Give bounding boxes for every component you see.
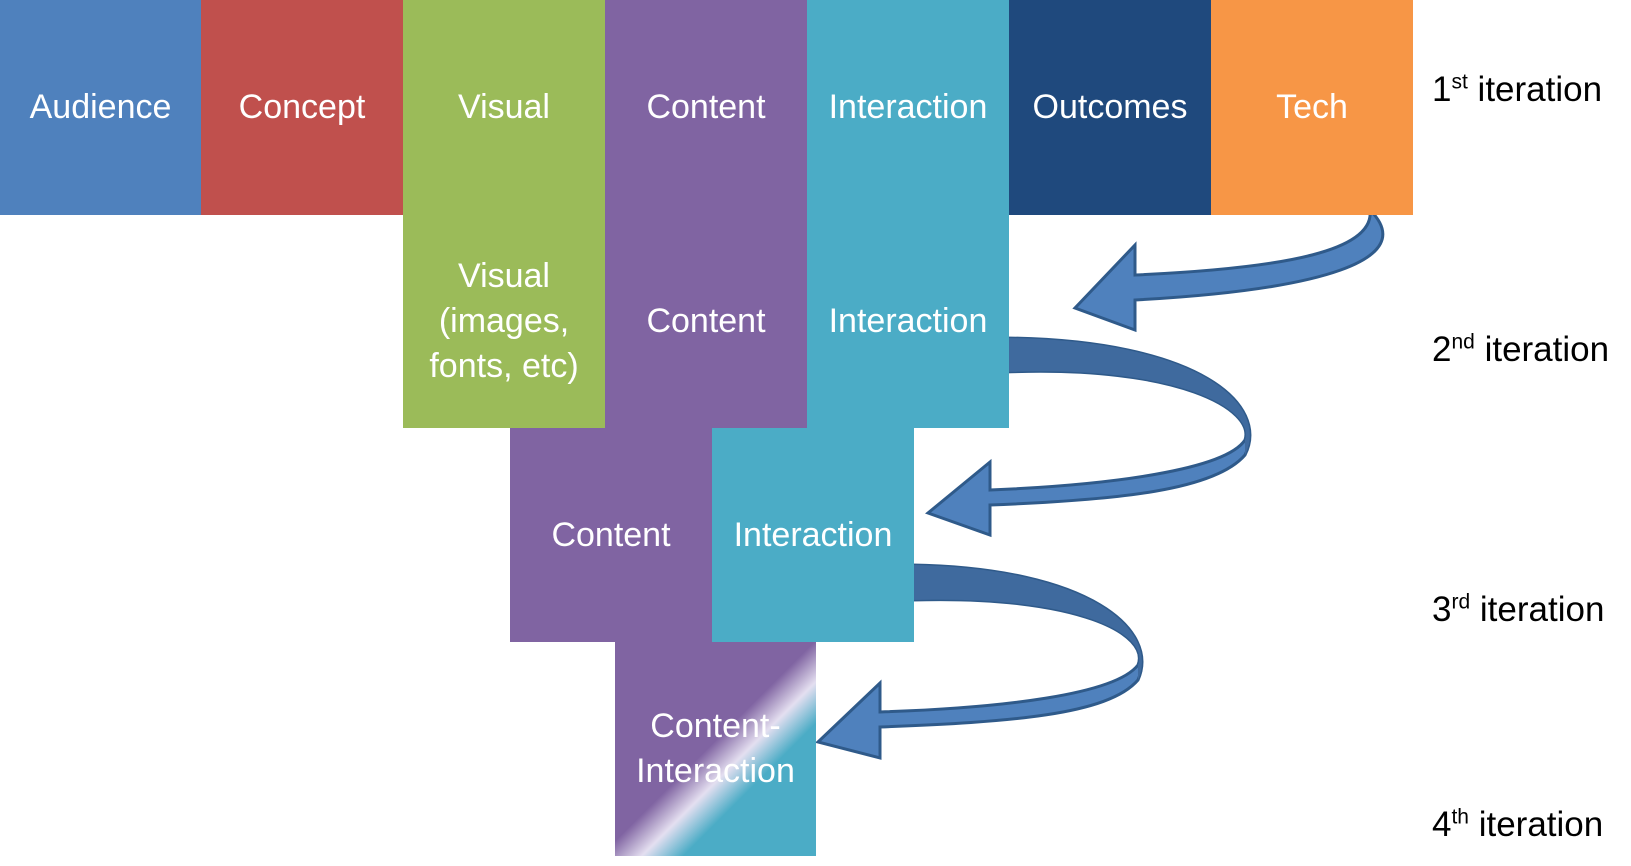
interaction-box-3: Interaction: [712, 428, 914, 642]
content-label: Content: [646, 88, 766, 126]
iteration-arrow-3: [815, 563, 1144, 760]
visual-detail-box: Visual (images, fonts, etc): [403, 215, 605, 428]
interaction-label: Interaction: [828, 88, 988, 126]
content-box: Content: [605, 0, 807, 215]
iteration-label-2: 2nd iteration: [1432, 330, 1610, 369]
concept-box: Concept: [201, 0, 403, 215]
tech-label: Tech: [1276, 88, 1348, 126]
outcomes-label: Outcomes: [1032, 88, 1188, 126]
iteration-label-1: 1st iteration: [1432, 70, 1603, 109]
visual-box: Visual: [403, 0, 605, 215]
content-label-2: Content: [646, 302, 766, 340]
iteration-arrow-2: [924, 336, 1252, 538]
interaction-label-3: Interaction: [733, 515, 893, 554]
iteration-label-4: 4th iteration: [1432, 805, 1604, 844]
visual-label: Visual: [458, 88, 550, 126]
outcomes-box: Outcomes: [1009, 0, 1211, 215]
content-label-3: Content: [551, 515, 671, 554]
interaction-box-2: Interaction: [807, 215, 1009, 428]
iteration-label-3: 3rd iteration: [1432, 590, 1605, 629]
content-interaction-label: Content- Interaction: [636, 707, 795, 790]
iteration-arrow-1: [1072, 205, 1385, 333]
visual-detail-label: Visual (images, fonts, etc): [429, 257, 579, 385]
content-box-3: Content: [510, 428, 712, 642]
content-box-2: Content: [605, 215, 807, 428]
concept-label: Concept: [238, 88, 366, 126]
interaction-box: Interaction: [807, 0, 1009, 215]
interaction-label-2: Interaction: [828, 302, 988, 340]
content-interaction-box: Content- Interaction: [615, 642, 816, 856]
audience-label: Audience: [29, 88, 172, 126]
tech-box: Tech: [1211, 0, 1413, 215]
audience-box: Audience: [0, 0, 201, 215]
